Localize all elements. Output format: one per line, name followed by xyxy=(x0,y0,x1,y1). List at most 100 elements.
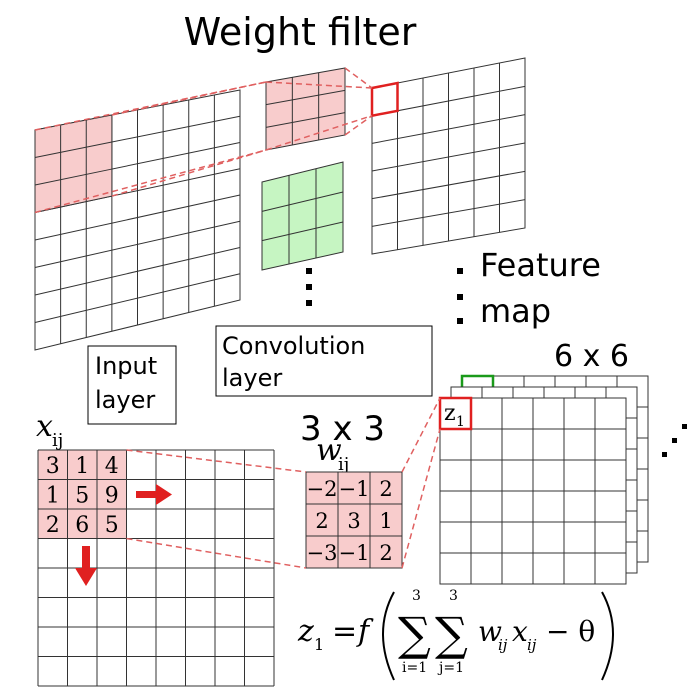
feature-map-front xyxy=(438,396,627,585)
filter-value-cell: −1 xyxy=(339,477,370,501)
filter-value-cell: 2 xyxy=(379,541,392,565)
filter-value-cell: 2 xyxy=(379,477,392,501)
input-value-cell: 9 xyxy=(105,483,119,508)
feature-map-grid xyxy=(370,57,526,255)
input-value-cell: 5 xyxy=(75,483,89,508)
formula-sum-j-lower: j=1 xyxy=(437,660,464,676)
convolution-formula: z 1 = f 3 ∑ i=1 3 ∑ j=1 w ij x ij − θ xyxy=(297,588,614,681)
x-symbol: x xyxy=(36,409,53,444)
w-ij-symbol: w ij xyxy=(316,433,349,475)
filter-value-cell: −1 xyxy=(339,541,370,565)
filter-value-cell: −2 xyxy=(307,477,338,501)
input-layer-hline xyxy=(34,273,241,323)
projection-line xyxy=(111,149,267,197)
diagram-title: Weight filter xyxy=(184,10,417,54)
formula-function: f xyxy=(356,614,374,649)
stack-ellipsis xyxy=(662,424,687,457)
input-value-cell: 5 xyxy=(105,513,119,538)
filter-red-hline xyxy=(265,89,346,106)
input-value-cell: 4 xyxy=(105,454,119,479)
formula-w-subscript: ij xyxy=(498,636,508,654)
feature-map-highlight-cell xyxy=(370,81,399,118)
feature-map-hline xyxy=(371,199,526,227)
formula-sum-j-upper: 3 xyxy=(449,588,458,604)
formula-equals: = xyxy=(332,614,357,649)
formula-sum-i: ∑ xyxy=(398,607,431,661)
z-symbol: z xyxy=(444,401,456,426)
weight-filter-green xyxy=(261,161,344,271)
formula-sum-i-lower: i=1 xyxy=(402,660,427,676)
input-matrix-grid xyxy=(37,449,275,687)
input-layer-label-line2: layer xyxy=(95,386,155,414)
input-value-cell: 1 xyxy=(75,454,89,479)
convolution-layer-label: Convolution layer xyxy=(215,325,433,397)
projection-line xyxy=(344,67,373,89)
projection-line xyxy=(344,115,373,136)
formula-lhs: z xyxy=(297,614,314,649)
projection-line xyxy=(111,81,267,116)
output-size-label: 6 x 6 xyxy=(554,339,629,374)
input-layer-label: Input layer xyxy=(87,345,177,425)
bottom-projection-line xyxy=(401,428,441,569)
input-layer-hline xyxy=(34,194,241,241)
formula-sum-i-upper: 3 xyxy=(412,588,421,604)
z1-cell-label: z 1 xyxy=(444,401,465,430)
projection-line xyxy=(265,81,373,89)
formula-minus-theta: − θ xyxy=(546,615,595,648)
input-patch-hline xyxy=(34,141,112,158)
ellipsis-dots xyxy=(306,268,463,324)
formula-w: w xyxy=(478,615,502,648)
projection-lines xyxy=(34,67,373,214)
input-layer-label-line1: Input xyxy=(95,352,157,380)
feature-map-label-line1: Feature xyxy=(480,246,601,284)
input-patch-fill xyxy=(34,114,113,214)
x-ij-symbol: x ij xyxy=(36,409,63,451)
filter-value-cell: 2 xyxy=(315,509,328,533)
stride-arrow-right xyxy=(136,484,172,505)
w-symbol: w xyxy=(316,433,342,468)
filter-size-label: 3 x 3 xyxy=(300,409,385,449)
filter-green-frame xyxy=(261,161,344,271)
input-receptive-field xyxy=(34,114,113,214)
bottom-projection-line xyxy=(126,537,307,569)
formula-right-paren xyxy=(601,591,614,681)
filter-value-cell: 1 xyxy=(379,509,392,533)
input-value-cell: 2 xyxy=(46,513,60,538)
formula-x-subscript: ij xyxy=(527,636,537,654)
input-value-cell: 6 xyxy=(75,513,89,538)
input-value-cell: 1 xyxy=(46,483,60,508)
feature-map-hline xyxy=(371,142,526,172)
filter-value-cell: 3 xyxy=(347,509,360,533)
input-patch-highlight xyxy=(38,450,127,539)
z-symbol-subscript: 1 xyxy=(456,414,465,430)
feature-map-hline xyxy=(371,170,526,200)
filter-matrix-fill xyxy=(305,471,403,569)
bottom-projection-lines xyxy=(126,397,441,569)
convolution-layer-label-line1: Convolution xyxy=(222,332,365,360)
formula-sum-j: ∑ xyxy=(435,607,468,661)
formula-left-paren xyxy=(382,591,395,681)
stride-arrow-down xyxy=(75,546,97,586)
feature-map-label-line2: map xyxy=(480,292,551,330)
bottom-projection-line xyxy=(126,449,307,473)
input-layer-hline xyxy=(34,247,241,296)
convolution-layer-label-line2: layer xyxy=(222,364,282,392)
input-patch-hline xyxy=(34,168,112,186)
w-symbol-subscript: ij xyxy=(338,454,349,475)
filter-green-hline xyxy=(261,221,344,242)
filter-green-hline xyxy=(261,191,344,212)
feature-map-hline xyxy=(371,114,526,144)
filter-red-hline xyxy=(265,112,346,128)
formula-x: x xyxy=(512,615,528,648)
input-layer-hline xyxy=(34,220,241,268)
formula-lhs-subscript: 1 xyxy=(314,635,324,654)
projection-line xyxy=(265,114,373,151)
input-value-cell: 3 xyxy=(46,454,60,479)
x-symbol-subscript: ij xyxy=(52,430,63,451)
bottom-projection-line xyxy=(401,397,441,473)
filter-value-cell: −3 xyxy=(307,541,338,565)
feature-map-red-cell xyxy=(438,396,473,431)
